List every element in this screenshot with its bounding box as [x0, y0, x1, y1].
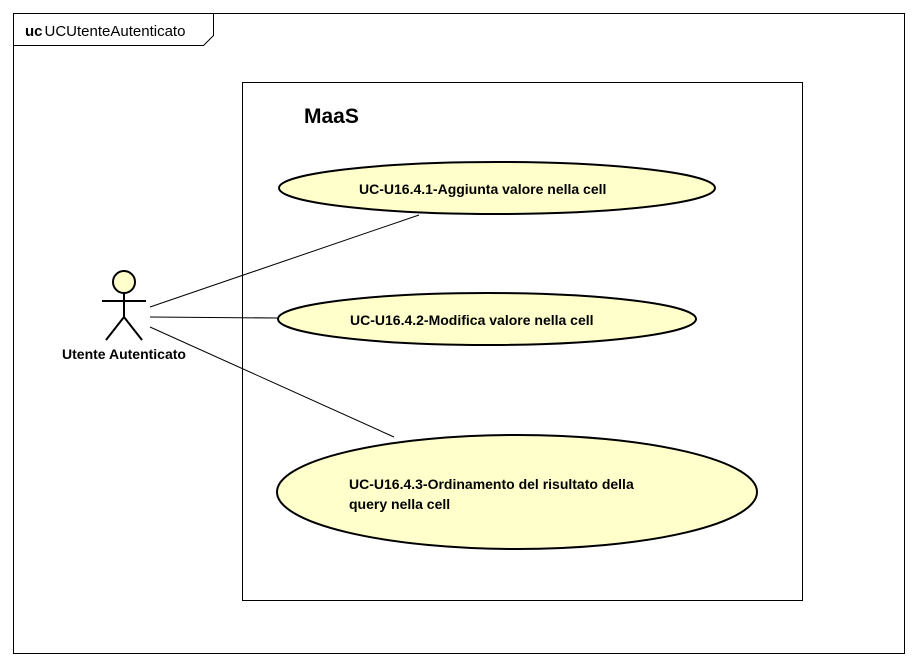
actor-right-leg: [123, 316, 143, 341]
use-case-3[interactable]: UC-U16.4.3-Ordinamento del risultato del…: [276, 434, 758, 550]
frame-name-tab: [13, 13, 214, 46]
frame-keyword: uc: [25, 23, 43, 40]
association-uc1: [149, 214, 420, 308]
actor-name: Utente Autenticato: [62, 346, 186, 362]
use-case-1[interactable]: UC-U16.4.1-Aggiunta valore nella cell: [278, 161, 716, 215]
actor-utente-autenticato[interactable]: Utente Autenticato: [62, 270, 186, 362]
use-case-1-label: UC-U16.4.1-Aggiunta valore nella cell: [359, 181, 606, 197]
use-case-1-ellipse: [278, 161, 716, 215]
system-name: MaaS: [304, 105, 359, 128]
use-case-2-label: UC-U16.4.2-Modifica valore nella cell: [350, 312, 594, 328]
association-uc3: [149, 326, 395, 438]
association-uc2: [149, 316, 279, 319]
actor-left-leg: [105, 316, 125, 341]
use-case-3-label: UC-U16.4.3-Ordinamento del risultato del…: [349, 476, 638, 512]
use-case-2-ellipse: [277, 292, 697, 346]
use-case-3-ellipse: [276, 434, 758, 550]
frame-name: UCUtenteAutenticato: [45, 23, 186, 40]
use-case-3-label-line-2: query nella cell: [349, 496, 450, 512]
actor-head: [112, 270, 136, 294]
use-case-3-label-line-1: UC-U16.4.3-Ordinamento del risultato del…: [349, 476, 634, 492]
use-case-2[interactable]: UC-U16.4.2-Modifica valore nella cell: [277, 292, 697, 346]
